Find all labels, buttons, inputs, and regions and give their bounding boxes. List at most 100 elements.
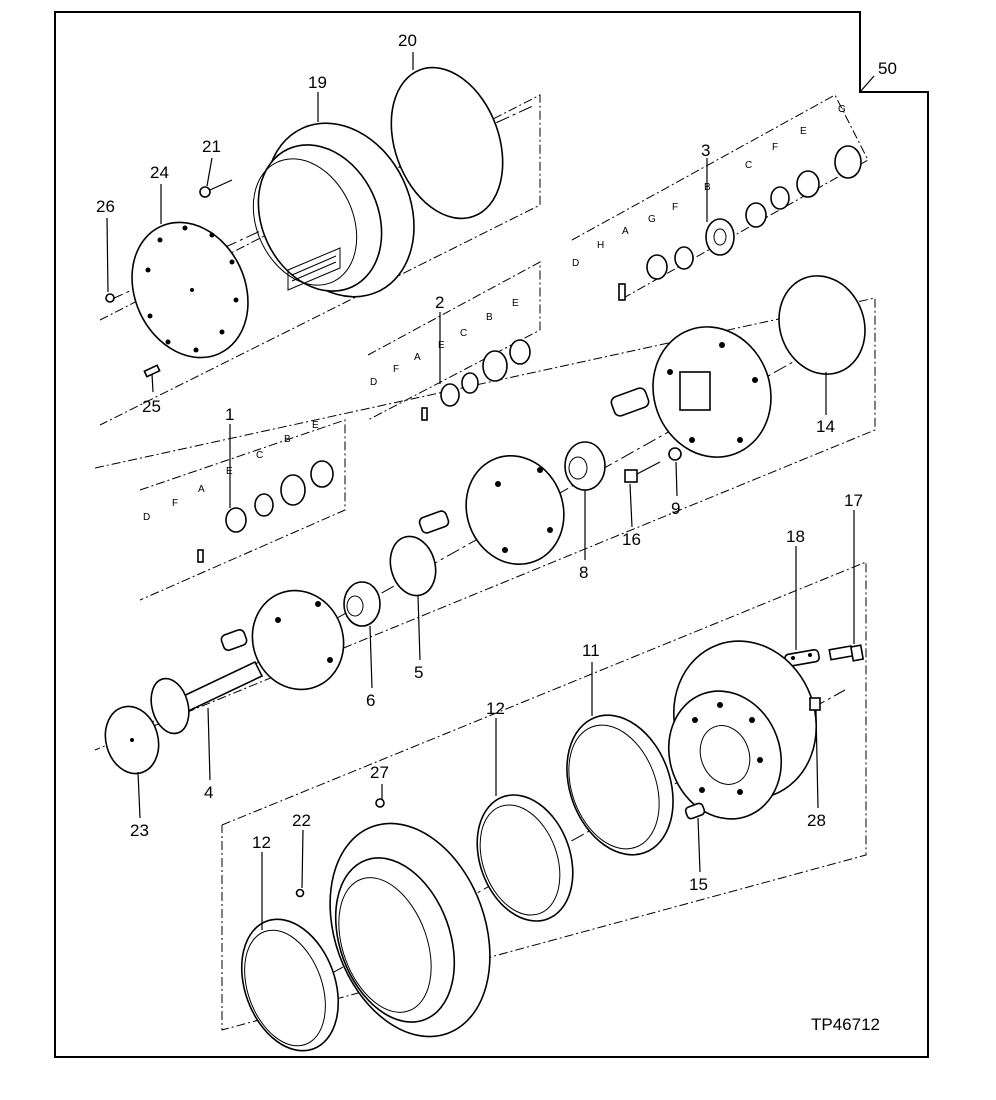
callout-24: 24 bbox=[150, 163, 169, 182]
washer-3f2 bbox=[770, 186, 790, 210]
bearing-2c bbox=[461, 372, 479, 394]
nut-9 bbox=[668, 447, 682, 461]
sublabel: E bbox=[800, 126, 807, 137]
callout-27: 27 bbox=[370, 763, 389, 782]
plug-22 bbox=[295, 888, 305, 898]
sun-gear-6 bbox=[343, 581, 381, 627]
sublabel: F bbox=[172, 498, 178, 509]
sublabel: E bbox=[438, 340, 445, 351]
callout-19: 19 bbox=[308, 73, 327, 92]
callout-6: 6 bbox=[366, 691, 375, 710]
planet-carrier-2 bbox=[465, 454, 565, 566]
washer-3g bbox=[646, 254, 668, 280]
plug-26 bbox=[105, 293, 115, 303]
sublabel: C bbox=[256, 450, 263, 461]
callout-28: 28 bbox=[807, 811, 826, 830]
bearing-3c bbox=[745, 202, 767, 228]
screw-25 bbox=[143, 364, 161, 378]
cover-plate bbox=[131, 221, 249, 359]
washer-2e bbox=[440, 383, 460, 407]
seal-12-left bbox=[240, 918, 340, 1052]
pin-2f bbox=[421, 407, 428, 421]
sublabel: B bbox=[284, 434, 291, 445]
sublabels-group-3: D H A G F B C F E G bbox=[572, 104, 846, 269]
callout-14: 14 bbox=[816, 417, 835, 436]
ring-gear-housing bbox=[252, 122, 415, 298]
callout-4: 4 bbox=[204, 783, 213, 802]
sun-gear-8 bbox=[564, 441, 606, 491]
bolt-21 bbox=[199, 179, 233, 198]
sublabel: B bbox=[704, 182, 711, 193]
sprocket-housing bbox=[329, 822, 491, 1038]
callout-16: 16 bbox=[622, 530, 641, 549]
callout-18: 18 bbox=[786, 527, 805, 546]
sublabel: C bbox=[460, 328, 467, 339]
sublabel: G bbox=[648, 214, 656, 225]
sublabel: E bbox=[512, 298, 519, 309]
sublabel: D bbox=[572, 258, 579, 269]
planet-carrier-3 bbox=[652, 326, 772, 458]
callout-25: 25 bbox=[142, 397, 161, 416]
seal-12-middle bbox=[476, 794, 574, 922]
pin-28 bbox=[809, 697, 821, 711]
callout-8: 8 bbox=[579, 563, 588, 582]
sublabel: F bbox=[672, 202, 678, 213]
leader-lines bbox=[106, 52, 875, 930]
pin-1f bbox=[197, 549, 204, 563]
planet-gear-2b bbox=[482, 350, 508, 382]
plug-27 bbox=[375, 798, 385, 808]
callout-22: 22 bbox=[292, 811, 311, 830]
callout-23: 23 bbox=[130, 821, 149, 840]
sublabel: D bbox=[143, 512, 150, 523]
sublabel: A bbox=[198, 484, 205, 495]
callout-26: 26 bbox=[96, 197, 115, 216]
washer-3e bbox=[796, 170, 820, 198]
pin-3h bbox=[618, 283, 626, 301]
callout-12: 12 bbox=[486, 699, 505, 718]
callout-21: 21 bbox=[202, 137, 221, 156]
assembly-boundaries bbox=[94, 94, 876, 1031]
thrust-plate bbox=[150, 677, 190, 735]
sublabel: E bbox=[312, 420, 319, 431]
floating-seal-11 bbox=[566, 714, 674, 856]
callout-50: 50 bbox=[878, 59, 897, 78]
washer-1e bbox=[225, 507, 247, 533]
sublabel: E bbox=[226, 466, 233, 477]
sublabel: F bbox=[393, 364, 399, 375]
figure-reference: TP46712 bbox=[811, 1015, 880, 1034]
snap-ring-5 bbox=[389, 535, 437, 597]
sublabel: H bbox=[597, 240, 604, 251]
planet-gear-1b bbox=[280, 474, 306, 506]
callout-1: 1 bbox=[225, 405, 234, 424]
disc-23 bbox=[104, 705, 160, 775]
dowel-15 bbox=[684, 802, 706, 820]
spindle-hub bbox=[667, 640, 818, 820]
bushing-2d bbox=[418, 510, 450, 534]
callout-20: 20 bbox=[398, 31, 417, 50]
callout-11: 11 bbox=[582, 641, 600, 660]
planet-carrier-1 bbox=[251, 589, 345, 691]
washer-3f bbox=[674, 246, 694, 270]
sublabel: C bbox=[745, 160, 752, 171]
sublabel: D bbox=[370, 377, 377, 388]
o-ring-20 bbox=[390, 66, 504, 220]
sublabels-group-2: D F A E C B E bbox=[370, 298, 519, 388]
washer-2e2 bbox=[509, 339, 531, 365]
callout-17: 17 bbox=[844, 491, 863, 510]
sublabel: A bbox=[414, 352, 421, 363]
bolt-16 bbox=[624, 461, 661, 483]
bushing-1d bbox=[220, 628, 248, 652]
washer-1e2 bbox=[310, 460, 334, 488]
washer-3g2 bbox=[834, 145, 862, 179]
bolt-17 bbox=[828, 644, 865, 662]
callout-3: 3 bbox=[701, 141, 710, 160]
sublabel: B bbox=[486, 312, 493, 323]
callout-9: 9 bbox=[671, 499, 680, 518]
sublabel: G bbox=[838, 104, 846, 115]
callout-15: 15 bbox=[689, 875, 708, 894]
diagram-frame bbox=[54, 11, 929, 1058]
callout-2: 2 bbox=[435, 293, 444, 312]
sublabels-group-1: D F A E C B E bbox=[143, 420, 319, 523]
callout-5: 5 bbox=[414, 663, 423, 682]
sublabel: A bbox=[622, 226, 629, 237]
